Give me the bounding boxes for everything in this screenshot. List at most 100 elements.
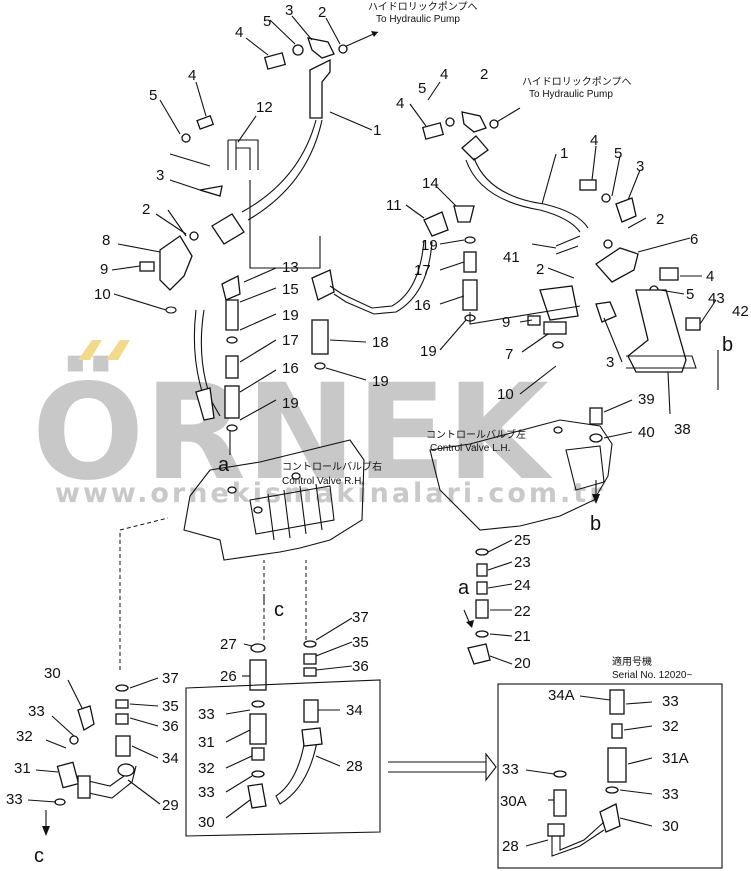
callout-number: 38: [674, 421, 691, 438]
serial-label-en: Serial No. 12020~: [612, 670, 692, 681]
watermark-accent: [78, 340, 130, 360]
callout-number: 4: [188, 67, 196, 84]
callout-number: 26: [220, 668, 237, 685]
callout-number: 15: [282, 281, 299, 298]
control-valve-lh: コントロールバルブ左 Control Valve L.H.: [426, 407, 613, 531]
callout-number: 12: [256, 99, 273, 116]
callout-leaders: [27, 15, 717, 847]
callout-number: 3: [285, 2, 293, 19]
callout-number: 1: [560, 145, 568, 162]
callout-number: 9: [502, 314, 510, 331]
serial-variant-box: 適用号機 Serial No. 12020~: [497, 655, 723, 869]
callout-number: 17: [414, 262, 431, 279]
callout-number: 33: [662, 786, 679, 803]
callout-number: 30: [198, 814, 215, 831]
callout-number: 4: [706, 268, 714, 285]
callout-number: 16: [414, 297, 431, 314]
callout-number: 5: [149, 87, 157, 104]
callout-number: 29: [162, 797, 179, 814]
callout-number: 40: [638, 424, 655, 441]
ref-letter: b: [590, 513, 601, 535]
callout-number: 43: [708, 290, 725, 307]
callout-number: 33: [198, 706, 215, 723]
callout-number: 13: [282, 259, 299, 276]
callout-number: 31A: [662, 750, 689, 767]
callout-number: 33: [198, 784, 215, 801]
control-valve-rh: コントロールバルブ右 Control Valve R.H.: [183, 439, 382, 561]
ref-letter: b: [722, 334, 733, 356]
callout-number: 7: [505, 346, 513, 363]
callout-number: 5: [686, 286, 694, 303]
callout-number: 17: [282, 332, 299, 349]
callout-number: 37: [162, 670, 179, 687]
callout-number: 22: [514, 603, 531, 620]
watermark-logo: ÖRNEK: [32, 356, 553, 510]
callout-number: 32: [662, 718, 679, 735]
callout-number: 4: [396, 95, 404, 112]
pump-label-jp-left: ハイドロリックポンプへ: [368, 1, 478, 13]
callout-number: 19: [420, 343, 437, 360]
callout-number: 10: [94, 286, 111, 303]
callout-number: 23: [514, 554, 531, 571]
callout-number: 2: [318, 4, 326, 21]
watermark: ÖRNEK www.ornekismakinalari.com.tr: [32, 340, 603, 510]
callout-number: 30A: [500, 793, 527, 810]
ref-letter: a: [218, 454, 230, 476]
callout-number: 4: [440, 66, 448, 83]
arrow-to-pump-left: [341, 31, 379, 49]
callout-number: 28: [346, 758, 363, 775]
callout-number: 19: [372, 373, 389, 390]
callout-number: 35: [352, 634, 369, 651]
callout-number: 3: [636, 158, 644, 175]
callout-number: 35: [162, 698, 179, 715]
callout-number: 4: [235, 24, 243, 41]
callout-number: 3: [156, 167, 164, 184]
control-valve-lh-jp: コントロールバルブ左: [426, 428, 526, 441]
callout-number: 10: [497, 386, 514, 403]
callout-number: 37: [352, 609, 369, 626]
callout-number: 11: [386, 197, 402, 214]
ref-letter: a: [458, 577, 470, 599]
center-right-fitting-stack: [311, 205, 475, 370]
callout-number: 32: [198, 760, 215, 777]
callout-number: 3: [606, 354, 614, 371]
callout-number: 31: [14, 760, 31, 777]
callout-number: 5: [614, 145, 622, 162]
callout-number: 33: [28, 703, 45, 720]
callout-number: 8: [102, 232, 110, 249]
callout-number: 2: [536, 261, 544, 278]
callout-number: 19: [282, 395, 299, 412]
callout-number: 24: [514, 577, 531, 594]
callout-number: 2: [480, 66, 488, 83]
callout-number: 19: [421, 237, 438, 254]
callout-number: 6: [690, 231, 698, 248]
callout-number: 34A: [548, 687, 575, 704]
callout-number: 28: [502, 838, 519, 855]
callout-number: 19: [282, 307, 299, 324]
control-valve-rh-en: Control Valve R.H.: [282, 476, 364, 487]
callout-number: 5: [263, 13, 271, 30]
callout-number: 42: [732, 303, 749, 320]
cross-reference-letters: a b b a c c: [34, 334, 733, 867]
center-left-fitting-stack: [193, 275, 241, 432]
control-valve-lh-en: Control Valve L.H.: [430, 443, 510, 454]
callout-number: 30: [44, 665, 61, 682]
right-relief-stack: [462, 236, 478, 322]
callout-number: 1: [373, 122, 381, 139]
callout-number: 33: [502, 761, 519, 778]
callout-number: 27: [220, 636, 237, 653]
ref-letter: c: [274, 599, 284, 621]
lh-lower-stack: [463, 548, 491, 665]
lower-left-assembly: [42, 517, 497, 837]
callout-number: 36: [352, 658, 369, 675]
serial-label-jp: 適用号機: [612, 655, 652, 668]
pump-label-jp-right: ハイドロリックポンプへ: [522, 76, 632, 88]
callout-number: 41: [503, 249, 520, 266]
callout-numbers: 1 12 4 5 3 2 4 5 3 2 8 9 10 13 15 19 17 …: [6, 2, 749, 855]
callout-number: 16: [282, 360, 299, 377]
callout-number: 18: [372, 334, 389, 351]
callout-number: 21: [514, 628, 531, 645]
callout-number: 33: [6, 791, 23, 808]
callout-number: 30: [662, 818, 679, 835]
